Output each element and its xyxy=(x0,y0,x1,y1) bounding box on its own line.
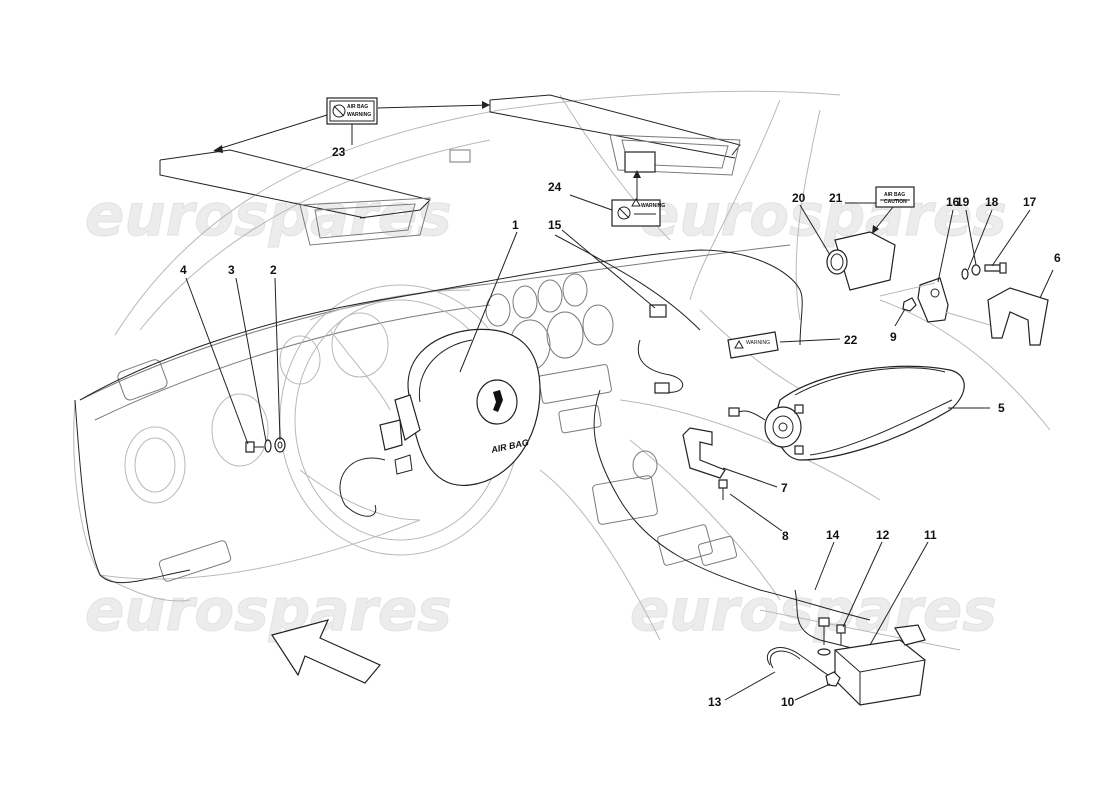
callout-13: 13 xyxy=(708,695,722,709)
watermarks: eurospares eurospares eurospares eurospa… xyxy=(85,181,1008,645)
callout-6: 6 xyxy=(1054,251,1061,265)
sticker-22-line1: WARNING xyxy=(746,340,770,346)
leader-lines xyxy=(185,204,1054,701)
watermark-top-left: eurospares xyxy=(85,181,452,249)
callout-21: 21 xyxy=(829,191,843,205)
passenger-airbag-cover-20 xyxy=(826,231,896,291)
bracket-16 xyxy=(917,277,949,323)
callout-5: 5 xyxy=(998,401,1005,415)
sticker-21-line1: AIR BAG xyxy=(884,192,905,198)
sun-visor-right xyxy=(489,94,741,176)
callout-4: 4 xyxy=(180,263,187,277)
callout-11: 11 xyxy=(924,528,937,542)
washer-18 xyxy=(971,264,981,276)
ground-cable-13 xyxy=(766,647,836,679)
nut-10 xyxy=(825,671,841,687)
washer-19 xyxy=(961,268,969,280)
callout-20: 20 xyxy=(792,191,806,205)
sticker-21-line2: CAUTION xyxy=(884,199,907,205)
bolt-17 xyxy=(984,262,1007,274)
airbag-warning-sticker-22: WARNING xyxy=(727,331,779,359)
steering-wheel-airbag-1: AIR BAG xyxy=(379,328,541,486)
callout-10: 10 xyxy=(781,695,795,709)
callout-24: 24 xyxy=(548,180,562,194)
airbag-control-unit xyxy=(834,624,926,706)
callout-9: 9 xyxy=(890,330,897,344)
screw-8 xyxy=(718,479,728,500)
airbag-warning-sticker-23: AIR BAG WARNING xyxy=(326,97,378,125)
bolt-14 xyxy=(817,617,831,656)
nut-2 xyxy=(274,437,286,453)
callout-18: 18 xyxy=(985,195,999,209)
callout-3: 3 xyxy=(228,263,235,277)
callout-22: 22 xyxy=(844,333,858,347)
callout-12: 12 xyxy=(876,528,890,542)
watermark-top-right: eurospares xyxy=(640,181,1007,249)
callout-19: 19 xyxy=(956,195,970,209)
watermark-bottom-left: eurospares xyxy=(85,576,452,644)
callout-2: 2 xyxy=(270,263,277,277)
callout-numbers: 1 2 3 4 5 6 7 8 9 10 11 12 13 14 15 16 1… xyxy=(180,145,1061,709)
callout-8: 8 xyxy=(782,529,789,543)
sticker-23-line1: AIR BAG xyxy=(347,104,368,110)
watermark-bottom-right: eurospares xyxy=(630,576,997,644)
sun-visor-left xyxy=(159,149,471,246)
wiring-harness xyxy=(74,234,881,656)
passenger-airbag-module-5 xyxy=(728,365,965,461)
bolt-12 xyxy=(836,624,846,645)
direction-arrow xyxy=(271,619,381,684)
callout-7: 7 xyxy=(781,481,788,495)
callout-1: 1 xyxy=(512,218,519,232)
airbag-caution-sticker-21: AIR BAG CAUTION xyxy=(875,186,915,208)
bracket-7 xyxy=(682,427,726,479)
airbag-warning-sticker-24: WARNING xyxy=(611,197,665,227)
nut-9 xyxy=(902,297,917,312)
callout-16: 16 xyxy=(946,195,960,209)
sticker-23-line2: WARNING xyxy=(347,112,371,118)
sticker-24-line1: WARNING xyxy=(641,203,665,209)
screw-4 xyxy=(245,441,264,453)
callout-14: 14 xyxy=(826,528,840,542)
callout-23: 23 xyxy=(332,145,346,159)
washer-3 xyxy=(264,439,272,453)
callout-17: 17 xyxy=(1023,195,1037,209)
callout-15: 15 xyxy=(548,218,562,232)
bracket-6 xyxy=(987,287,1049,346)
